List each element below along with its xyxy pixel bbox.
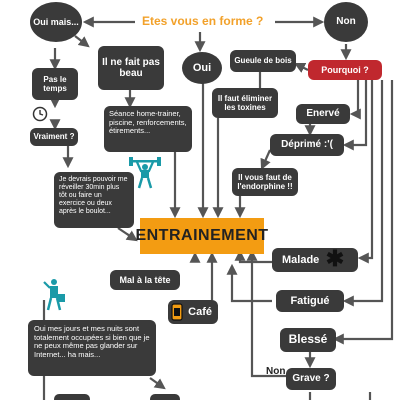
il-ne-fait-pas-beau-node: Il ne fait pas beau (98, 46, 164, 90)
pas-le-temps-node: Pas le temps (32, 68, 78, 100)
diagram-title: Etes vous en forme ? (142, 14, 264, 28)
deprime-node: Déprimé :'( (270, 134, 344, 156)
non-edge-label: Non (266, 366, 286, 377)
grave-node: Grave ? (286, 368, 336, 390)
seance-node: Séance home-trainer, piscine, renforceme… (104, 106, 192, 152)
runner-icon (43, 279, 65, 311)
non-node: Non (324, 2, 368, 42)
asterisk-icon: ✱ (325, 246, 345, 271)
oui-mais-node: Oui mais... (30, 2, 82, 42)
endorphine-node: Il vous faut de l'endorphine !! (232, 168, 298, 196)
malade-label: Malade (282, 253, 320, 266)
eliminer-toxines-node: Il faut éliminer les toxines (212, 88, 278, 118)
oui-node: Oui (182, 52, 222, 84)
mal-a-la-tete-node: Mal à la tête (110, 270, 180, 290)
clock-icon (32, 106, 48, 122)
pourquoi-node: Pourquoi ? (308, 60, 382, 80)
je-devrais-node: Je devrais pouvoir me réveiller 30min pl… (54, 172, 134, 228)
vraiment-node: Vraiment ? (30, 128, 78, 146)
gueule-de-bois-node: Gueule de bois (230, 50, 296, 72)
coffee-icon (171, 303, 183, 321)
oui-mes-jours-node: Oui mes jours et mes nuits sont totaleme… (28, 320, 156, 376)
cut-off-node (150, 394, 180, 400)
enerve-node: Enervé (296, 104, 350, 124)
weightlifter-icon (129, 157, 161, 189)
entrainement-node: ENTRAINEMENT (135, 218, 268, 254)
cut-off-node (54, 394, 90, 400)
malade-node: Malade (272, 248, 358, 272)
fatigue-node: Fatigué (276, 290, 344, 312)
blesse-node: Blessé (280, 328, 336, 352)
cafe-label: Café (188, 305, 212, 318)
